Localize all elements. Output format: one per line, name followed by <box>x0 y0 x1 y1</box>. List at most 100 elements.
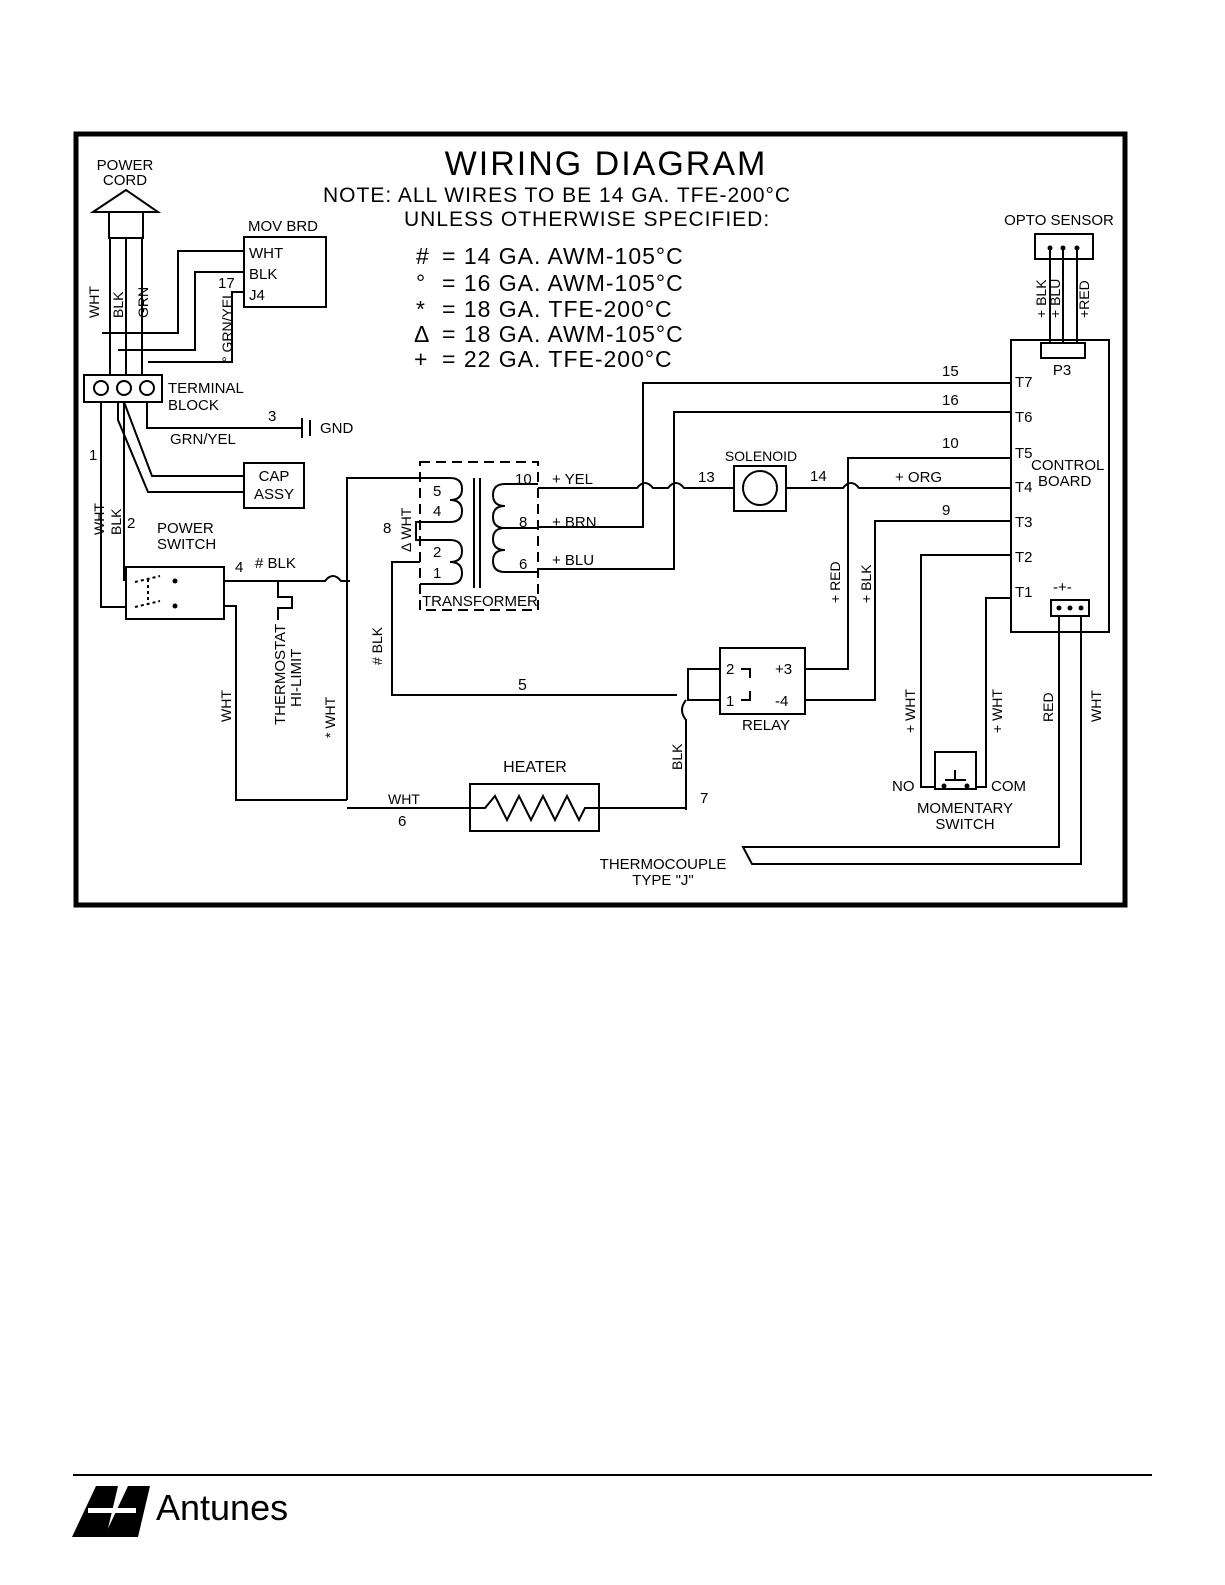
wire-label: 5 <box>518 677 527 694</box>
opto-wires <box>1049 248 1078 343</box>
legend-text: = 14 GA. AWM-105°C <box>442 243 684 269</box>
p3-label: P3 <box>1053 362 1071 379</box>
wire-label: ° GRN/YEL <box>219 291 235 362</box>
brand-name: Antunes <box>156 1487 288 1528</box>
relay-pin: 1 <box>726 693 734 710</box>
note-line-1: NOTE: ALL WIRES TO BE 14 GA. TFE-200°C <box>323 184 791 207</box>
tap-label: 4 <box>433 503 441 520</box>
blk-relay-wire <box>391 561 677 696</box>
wire-label: +RED <box>1076 280 1092 318</box>
cap-assy-label: ASSY <box>254 486 294 503</box>
wire-label: 4 <box>235 559 243 576</box>
tap-label: 6 <box>519 556 527 573</box>
tap-label: 8 <box>519 514 527 531</box>
terminal-screw-icon <box>116 380 132 396</box>
power-switch: POWER SWITCH <box>125 520 225 620</box>
legend-symbol: ° <box>416 270 426 296</box>
wire-label: RED <box>1040 692 1056 722</box>
wire-label: + WHT <box>989 689 1005 733</box>
ground-label: GND <box>320 420 354 437</box>
wire-label: 8 <box>383 520 391 537</box>
wire-label: 10 <box>942 435 959 452</box>
heater-resistor-icon <box>470 793 599 823</box>
wire-label: WHT <box>388 791 420 807</box>
cap-wires <box>117 401 244 493</box>
org-wire <box>786 482 1011 489</box>
t3-blk-wire <box>805 520 1011 701</box>
wire-label: 3 <box>268 408 276 425</box>
power-cord-label: CORD <box>103 172 147 189</box>
wht-heater-wire <box>346 477 420 800</box>
relay-contact-icon <box>741 668 751 701</box>
terminal-label: T7 <box>1015 374 1033 391</box>
solenoid-coil-icon <box>742 470 778 506</box>
wire-label: # BLK <box>369 626 385 665</box>
wire-label: GRN/YEL <box>170 431 236 448</box>
mom-no-label: NO <box>892 778 915 795</box>
control-board-label: BOARD <box>1038 473 1092 490</box>
gauge-legend: # = 14 GA. AWM-105°C ° = 16 GA. AWM-105°… <box>414 243 684 372</box>
wire-label: + BRN <box>552 514 597 531</box>
terminal-label: T6 <box>1015 409 1033 426</box>
thermocouple-wires <box>741 616 1082 865</box>
brn-wire <box>538 382 1011 528</box>
antunes-aa-logo <box>72 1486 150 1537</box>
tap-label: 10 <box>515 471 532 488</box>
power-switch-label: POWER <box>157 520 214 537</box>
relay-label: RELAY <box>742 717 790 734</box>
mov-wht-wire <box>102 250 244 334</box>
tap-label: 5 <box>433 483 441 500</box>
opto-sensor: OPTO SENSOR <box>1004 212 1114 260</box>
mov-board: MOV BRD WHT BLK J4 <box>243 218 327 308</box>
power-switch-label: SWITCH <box>157 536 216 553</box>
terminal-label: T2 <box>1015 549 1033 566</box>
cord-wires <box>109 238 143 375</box>
transformer: 5 4 2 1 10 8 6 TRANSFORMER <box>415 461 539 611</box>
wire-label: + BLK <box>1033 279 1049 318</box>
blk-wire-2 <box>123 402 126 581</box>
momentary-switch: NO COM MOMENTARY SWITCH <box>892 751 1026 833</box>
terminal-screw-icon <box>139 380 155 396</box>
mov-pin-blk: BLK <box>249 266 277 283</box>
heater-label: HEATER <box>503 759 567 776</box>
wire-label: + ORG <box>895 469 942 486</box>
terminal-label: T3 <box>1015 514 1033 531</box>
power-cord-plug-icon <box>89 188 162 213</box>
wire-label: GRN <box>135 287 151 318</box>
wire-label: 15 <box>942 363 959 380</box>
legend-text: = 18 GA. AWM-105°C <box>442 321 684 347</box>
note-line-2: UNLESS OTHERWISE SPECIFIED: <box>404 208 770 231</box>
legend-text: = 22 GA. TFE-200°C <box>442 346 673 372</box>
thermocouple-label: TYPE "J" <box>632 872 694 889</box>
transformer-core-icon <box>473 478 481 588</box>
wire-label: 17 <box>218 275 235 292</box>
wire-label: WHT <box>218 690 234 722</box>
legend-symbol: Δ <box>414 321 430 347</box>
mov-board-title: MOV BRD <box>248 218 318 235</box>
wire-label: BLK <box>108 508 124 535</box>
yel-wire <box>538 482 734 489</box>
control-board: CONTROL BOARD T7 T6 T5 T4 T3 T2 T1 -+- <box>1010 339 1110 633</box>
solenoid: SOLENOID <box>725 448 797 512</box>
heater: HEATER <box>469 759 600 832</box>
wire-label: WHT <box>1088 690 1104 722</box>
wire-label: + RED <box>827 561 843 603</box>
wire-label: 16 <box>942 392 959 409</box>
mov-grn-yel-wire <box>148 291 244 363</box>
wire-label: 7 <box>700 790 708 807</box>
terminal-screw-icon <box>93 380 109 396</box>
control-board-label: CONTROL <box>1031 457 1104 474</box>
relay-pin: -4 <box>775 693 788 710</box>
wire-label: WHT <box>86 286 102 318</box>
thermocouple-label: THERMOCOUPLE <box>600 856 727 873</box>
relay: 2 1 +3 -4 RELAY <box>719 647 806 734</box>
switch-out-blk <box>224 575 350 582</box>
tap-label: 1 <box>433 565 441 582</box>
wire-label: 1 <box>89 447 97 464</box>
jumper-wht <box>415 521 420 541</box>
mom-label: MOMENTARY <box>917 800 1013 817</box>
wire-label: 13 <box>698 469 715 486</box>
cap-assy-label: CAP <box>259 468 290 485</box>
legend-symbol: # <box>416 243 430 269</box>
